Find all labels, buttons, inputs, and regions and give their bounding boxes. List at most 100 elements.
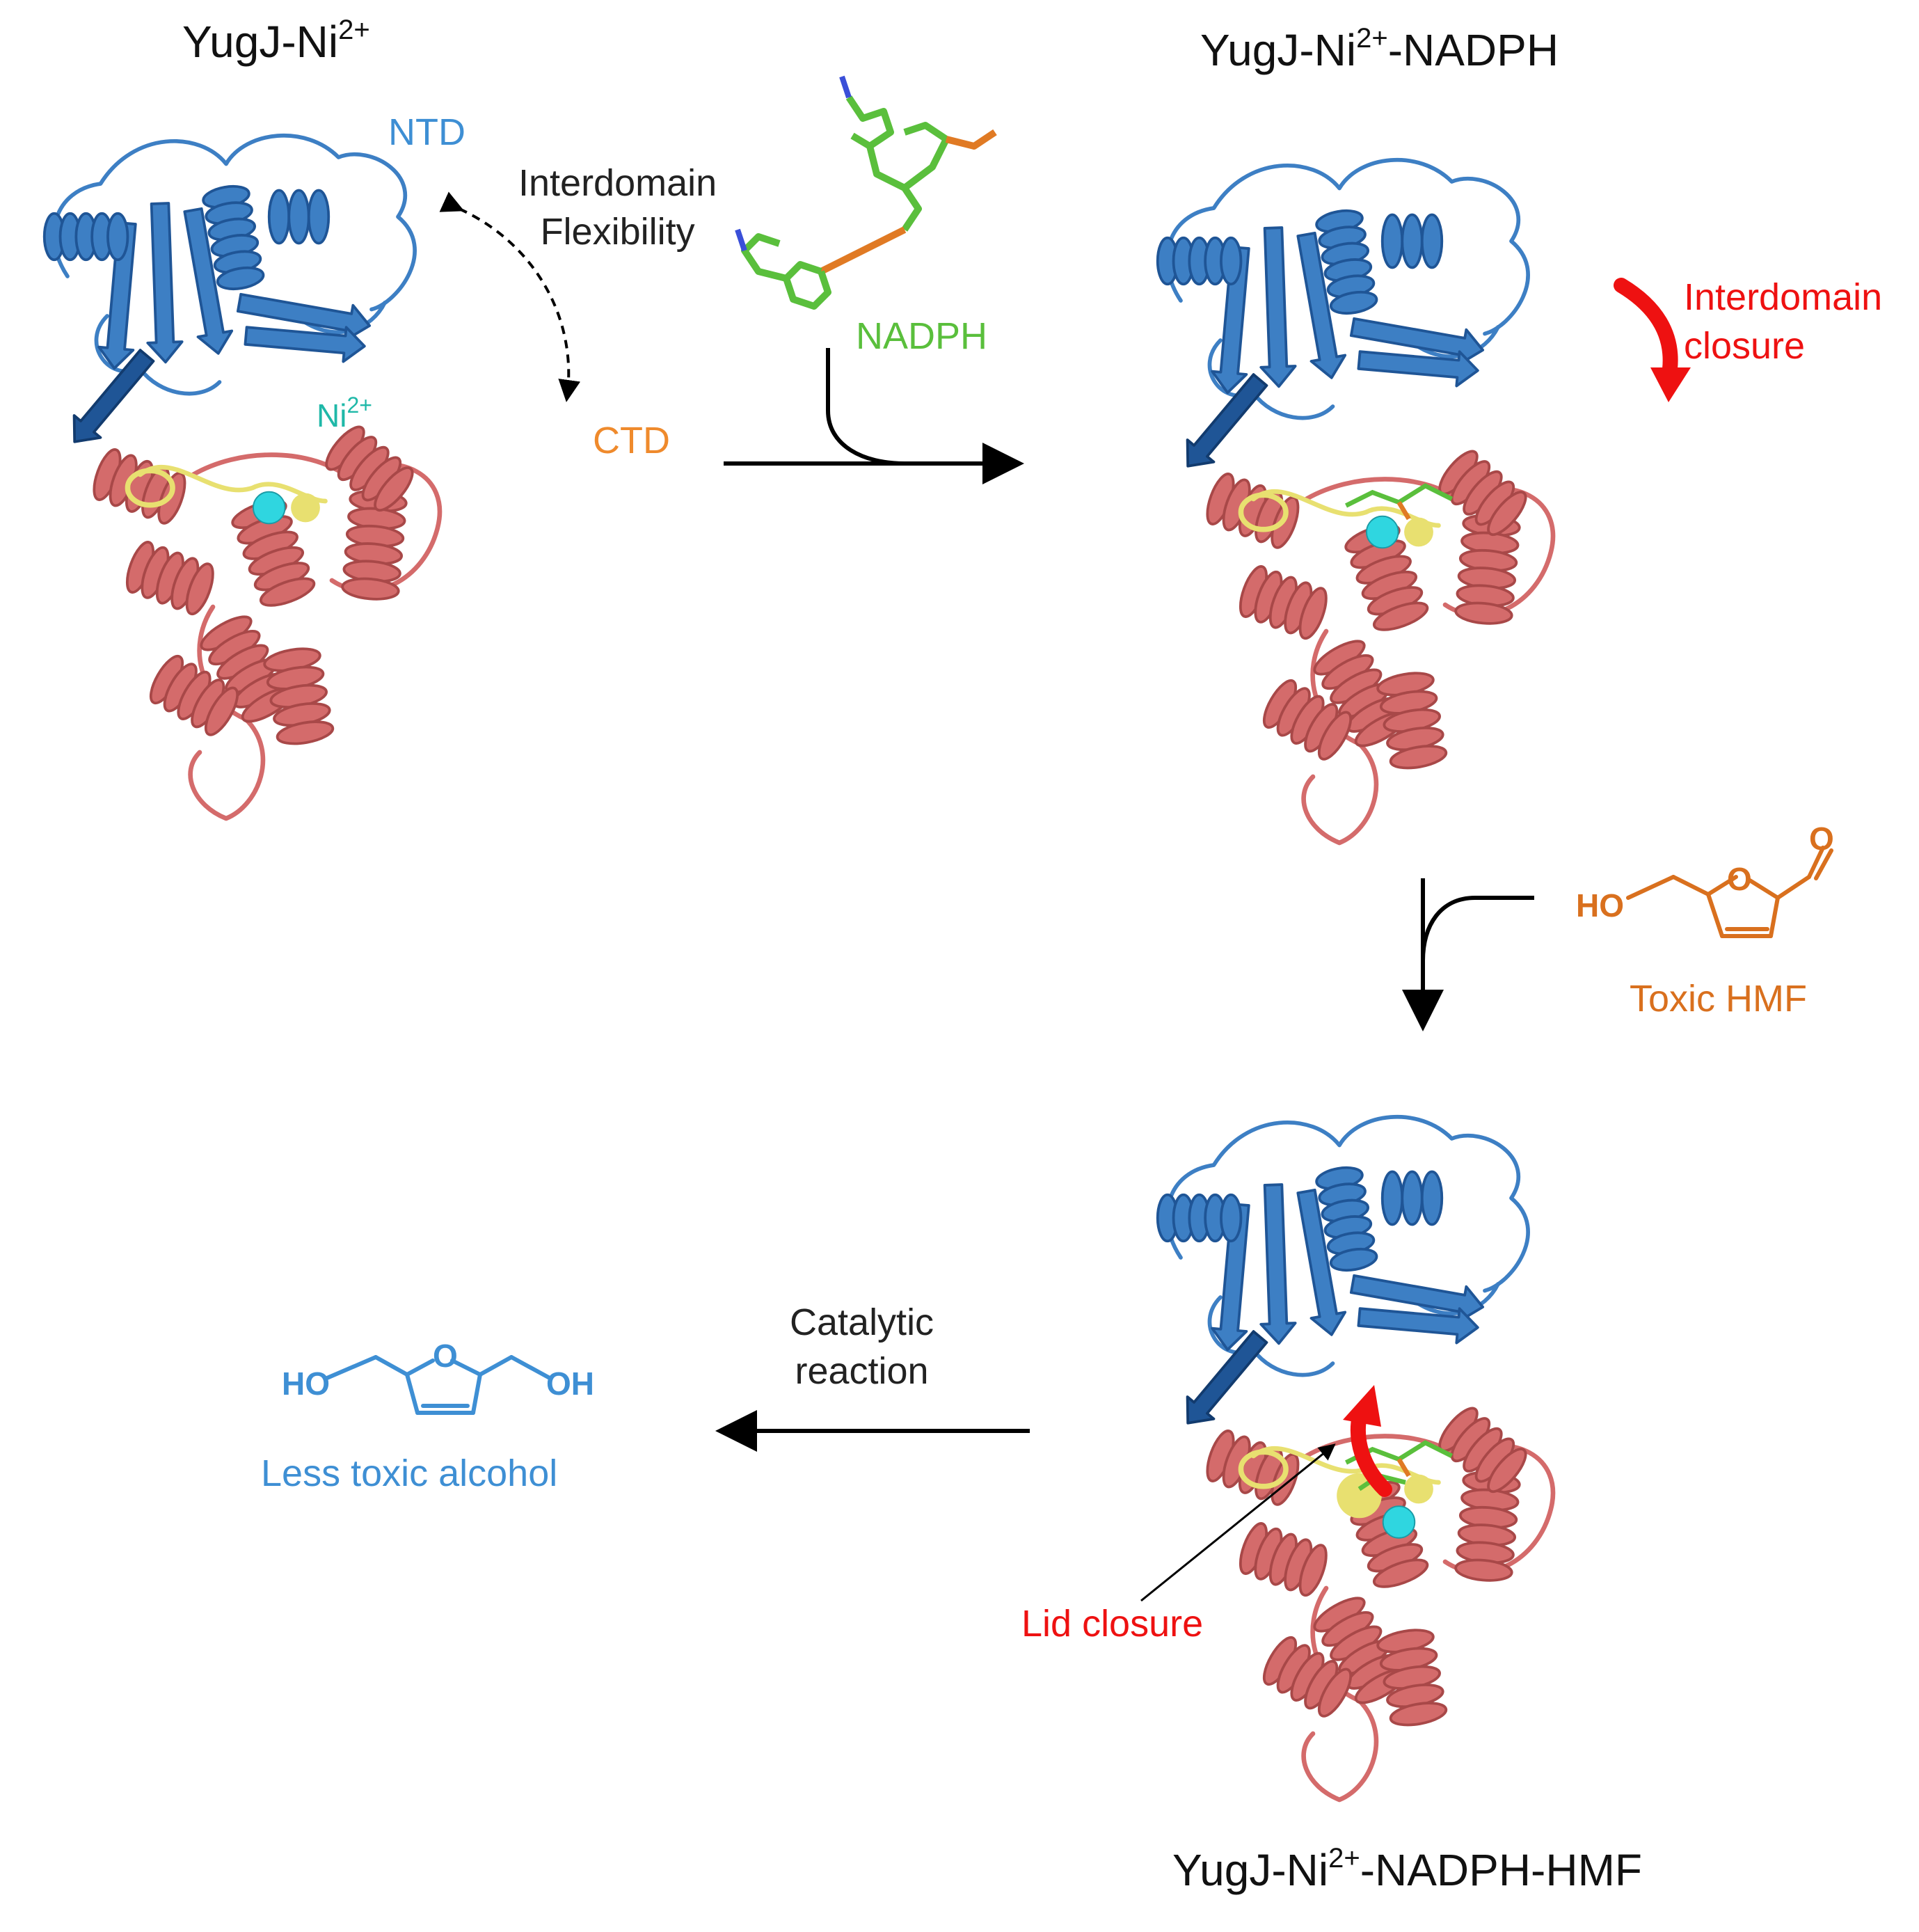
helix <box>267 189 331 245</box>
lid-helix <box>1238 492 1289 532</box>
metal-label: Ni2+ <box>317 393 372 434</box>
bond <box>1776 875 1811 900</box>
loop <box>188 604 266 821</box>
lid-closure-annotation: Lid closure <box>1021 1603 1204 1645</box>
bond <box>405 1359 435 1377</box>
nickel-ion <box>1366 515 1399 549</box>
hmf-ring-oxygen-label: O <box>1727 861 1752 897</box>
helix <box>263 647 335 745</box>
interdomain-closure-annotation: Interdomain closure <box>1684 276 1883 367</box>
lid-residue <box>1404 1474 1433 1504</box>
nadph-bond <box>902 122 950 191</box>
bond <box>450 1359 482 1377</box>
helix <box>1380 1170 1444 1226</box>
ntd-label: NTD <box>388 111 465 153</box>
helix <box>1376 1629 1448 1727</box>
helix <box>1239 1522 1328 1597</box>
loop <box>51 133 417 312</box>
lid-pointer <box>1140 1443 1336 1602</box>
beta-strand <box>1259 226 1297 388</box>
hmf-hydroxyl-label: HO <box>1576 887 1624 924</box>
beta-strand <box>1357 350 1479 388</box>
protein-structure <box>42 133 443 821</box>
protein-structure <box>1156 1114 1556 1803</box>
nadph-bond <box>783 261 831 310</box>
bond <box>471 1372 482 1415</box>
nadph-bond <box>839 75 852 99</box>
helix <box>1262 1636 1353 1718</box>
helix <box>202 184 265 291</box>
product-label: Less toxic alcohol <box>261 1452 558 1494</box>
beta-strand <box>1296 1188 1347 1336</box>
nadph-bond <box>866 145 922 232</box>
beta-strand <box>183 207 234 355</box>
nadph-bond <box>819 226 907 275</box>
flexibility-annotation: Interdomain Flexibility <box>518 162 717 253</box>
state3-title: YugJ-Ni2+-NADPH-HMF <box>1172 1843 1642 1895</box>
bond <box>405 1372 420 1415</box>
helix <box>1380 213 1444 269</box>
helix <box>1376 672 1448 770</box>
helix <box>1454 514 1521 625</box>
helix <box>1239 565 1328 640</box>
helix <box>1438 450 1527 537</box>
product-ring-oxygen-label: O <box>433 1338 458 1374</box>
nadph-bond <box>741 233 788 282</box>
beta-strand <box>146 202 184 364</box>
helix <box>1156 236 1243 286</box>
flexibility-arrow <box>439 191 581 402</box>
bond <box>1748 878 1780 900</box>
nadph-label: NADPH <box>856 315 988 357</box>
beta-strand <box>1186 1330 1268 1425</box>
loop <box>191 452 443 594</box>
lid-helix <box>1238 1449 1289 1489</box>
beta-strand <box>1296 231 1347 379</box>
helix <box>1156 1193 1243 1243</box>
ctd-label: CTD <box>593 420 670 461</box>
product-hydroxyl-left-label: HO <box>282 1365 330 1402</box>
beta-strand <box>1349 1274 1485 1322</box>
loop <box>1165 157 1530 336</box>
bound-nadph <box>1345 483 1453 508</box>
loop <box>1304 477 1556 618</box>
helix <box>341 489 408 601</box>
lid-residue <box>1404 517 1433 547</box>
loop <box>1301 628 1379 846</box>
hmf-label: Toxic HMF <box>1630 978 1807 1020</box>
bond <box>1706 892 1724 938</box>
beta-strand <box>1357 1307 1479 1345</box>
helix <box>149 654 239 736</box>
interdomain-closure-arrow <box>1614 278 1678 377</box>
bond <box>1671 875 1710 896</box>
beta-strand <box>1349 317 1485 365</box>
catalytic-reaction-annotation: Catalytic reaction <box>790 1301 934 1393</box>
helix <box>42 212 129 262</box>
beta-strand <box>72 349 155 443</box>
beta-strand <box>1186 373 1268 468</box>
nadph-bond <box>735 228 747 252</box>
protein-structure <box>1156 157 1556 846</box>
helix <box>325 425 414 512</box>
bond <box>325 1355 378 1380</box>
state1-title: YugJ-Ni2+ <box>182 15 370 67</box>
beta-strand <box>244 326 366 363</box>
nickel-ion <box>253 491 286 525</box>
nadph-bond <box>945 129 997 150</box>
bond <box>509 1355 552 1380</box>
lid-residue <box>291 493 320 523</box>
bond <box>1769 896 1780 938</box>
helix <box>1315 1166 1378 1272</box>
helix <box>125 541 214 616</box>
bond <box>1807 846 1825 879</box>
helix <box>1262 679 1353 761</box>
lid-helix <box>125 468 175 508</box>
beta-strand <box>1259 1183 1297 1345</box>
hmf-aldehyde-oxygen-label: O <box>1809 821 1834 857</box>
helix <box>1315 209 1378 315</box>
bond <box>374 1355 409 1377</box>
bond <box>478 1355 513 1377</box>
bond <box>1706 875 1738 896</box>
loop <box>1301 1585 1379 1803</box>
bond <box>1626 875 1675 900</box>
